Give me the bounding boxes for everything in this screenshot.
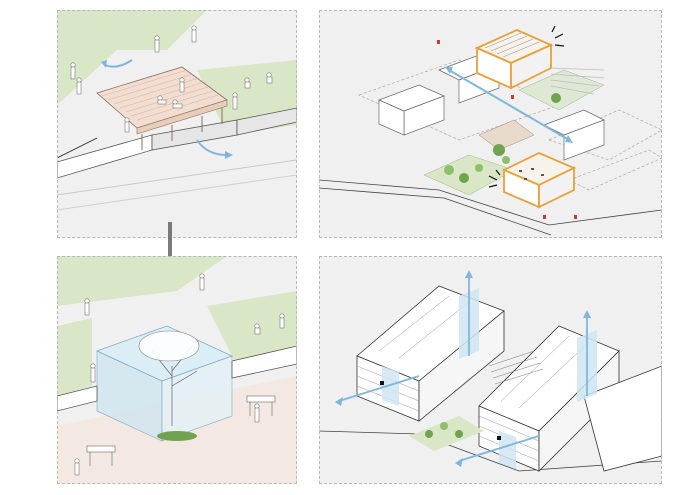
tree-icon [425, 422, 463, 438]
panel-buildings-airflow [319, 256, 662, 484]
green-courtyard [423, 154, 515, 196]
highlighted-block-bottom [501, 152, 577, 209]
rotate-arrow-icon [196, 139, 228, 156]
building-left [356, 285, 505, 422]
courtyard-illustration [57, 256, 297, 484]
tree-icon [444, 93, 561, 183]
panel-courtyard [57, 256, 297, 484]
grass-plot-right [207, 291, 297, 366]
airflow-arrow-icon [448, 69, 570, 141]
grass-plot-top [57, 256, 227, 306]
person-figure-icon [70, 25, 273, 133]
panel-site-plan [319, 10, 662, 238]
rotate-arrow-icon [104, 59, 133, 68]
site-plan-illustration [319, 25, 662, 236]
buildings-illustration [319, 270, 662, 472]
person-figure-icon [74, 273, 285, 476]
grass-plot-top-left [57, 10, 207, 50]
deck-illustration [57, 10, 297, 211]
panel-elevated-deck [57, 10, 297, 238]
vertical-gutter [297, 0, 319, 495]
airflow-arrow-icon [338, 276, 588, 462]
platform-block [57, 134, 153, 179]
horizontal-gutter [0, 238, 700, 256]
